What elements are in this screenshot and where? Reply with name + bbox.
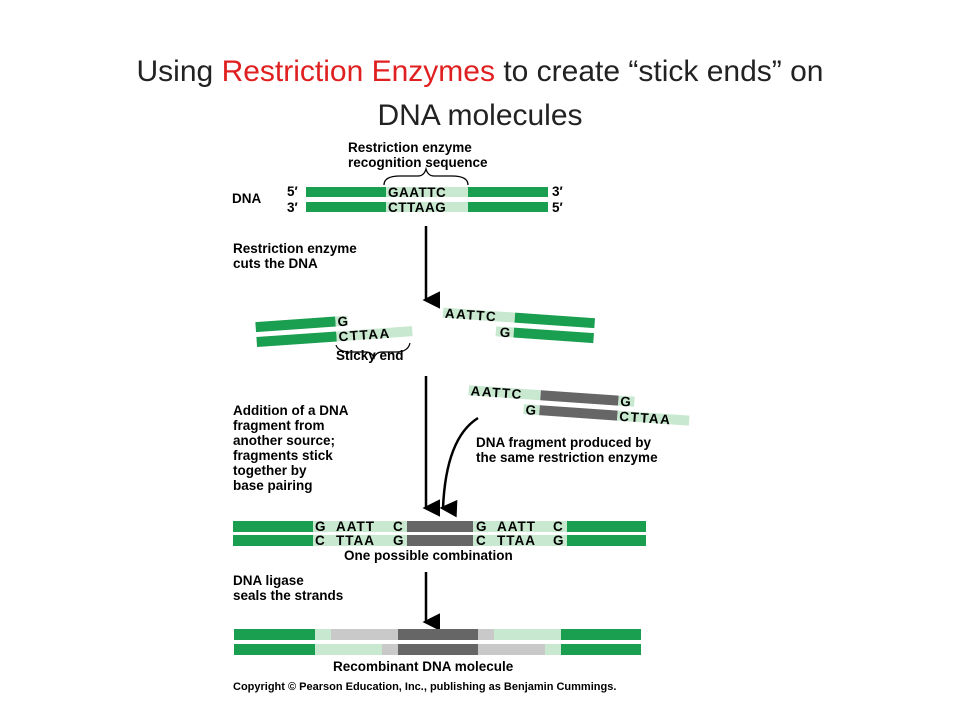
top-3prime-label: 3′ [552, 184, 563, 199]
bottom-site-sequence: CTTAAG [388, 200, 446, 215]
combo-top-c2: C [553, 519, 563, 534]
combo-top-g1: G [315, 519, 326, 534]
bottom-5prime-label: 5′ [552, 200, 563, 215]
title-part-2: to create “stick ends” on [494, 55, 824, 88]
combination-label: One possible combination [344, 548, 513, 563]
step1-label-2: cuts the DNA [233, 256, 318, 271]
foreign-top-right-seq: G [620, 394, 632, 410]
combo-bottom-ttaa1: TTAA [336, 533, 375, 548]
right-fragment-top-seq: AATTC [444, 306, 497, 325]
title-highlight: Restriction Enzymes [221, 55, 495, 88]
right-fragment: AATTC G [442, 306, 596, 344]
dna-top-strand-right [468, 187, 548, 197]
foreign-bottom-left-seq: G [525, 402, 537, 418]
step2-label-5: together by [233, 463, 307, 478]
recognition-label-1: Restriction enzyme [348, 140, 472, 155]
foreign-bottom-right-seq: CTTAA [619, 409, 672, 428]
arrow-foreign [439, 416, 479, 518]
left-fragment: G CTTAA [255, 314, 413, 348]
dna-bottom-strand-right [468, 202, 548, 212]
combo-bottom-g1: G [393, 533, 404, 548]
dna-top-site-shade [386, 187, 468, 197]
foreign-label-2: the same restriction enzyme [476, 450, 658, 465]
combination-molecule: G AATT C G AATT C C TTAA G C TTAA G [233, 519, 646, 548]
recombinant-label: Recombinant DNA molecule [333, 659, 514, 674]
left-fragment-top-seq: G [337, 314, 349, 330]
dna-top-strand-left [306, 187, 386, 197]
step2-label-6: base pairing [233, 478, 313, 493]
step3-label-1: DNA ligase [233, 573, 304, 588]
combo-bottom-c1: C [315, 533, 325, 548]
foreign-fragment: AATTC G G CTTAA [468, 383, 690, 428]
title-line-2: DNA molecules [377, 99, 583, 132]
combo-bottom-c2: C [476, 533, 486, 548]
title-part-1: Using [136, 55, 222, 88]
left-fragment-bottom-seq: CTTAA [338, 326, 391, 345]
bottom-3prime-label: 3′ [287, 200, 298, 215]
dna-label: DNA [232, 191, 261, 206]
top-site-sequence: GAATTC [388, 185, 446, 200]
dna-bottom-strand-left [306, 202, 386, 212]
step2-label-3: another source; [233, 433, 335, 448]
copyright-notice: Copyright © Pearson Education, Inc., pub… [233, 681, 616, 693]
step2-label-4: fragments stick [233, 448, 333, 463]
top-5prime-label: 5′ [287, 184, 298, 199]
combo-top-c1: C [393, 519, 403, 534]
foreign-label-1: DNA fragment produced by [476, 435, 652, 450]
step2-label-2: fragment from [233, 418, 325, 433]
recognition-label-2: recognition sequence [348, 155, 488, 170]
sticky-end-brace [335, 342, 411, 360]
recombinant-molecule [234, 629, 641, 655]
combo-top-aatt1: AATT [336, 519, 375, 534]
step2-label-1: Addition of a DNA [233, 403, 349, 418]
dna-bottom-site-shade [386, 202, 468, 212]
recognition-brace [383, 166, 469, 186]
step3-label-2: seals the strands [233, 588, 343, 603]
combo-bottom-g2: G [553, 533, 564, 548]
right-fragment-bottom-seq: G [499, 325, 511, 341]
combo-bottom-ttaa2: TTAA [497, 533, 536, 548]
step1-label-1: Restriction enzyme [233, 241, 357, 256]
combo-top-aatt2: AATT [497, 519, 536, 534]
combo-top-g2: G [476, 519, 487, 534]
slide-title: Using Restriction Enzymes to create “sti… [0, 50, 960, 138]
sticky-end-label: Sticky end [336, 348, 404, 363]
foreign-top-left-seq: AATTC [470, 383, 523, 402]
